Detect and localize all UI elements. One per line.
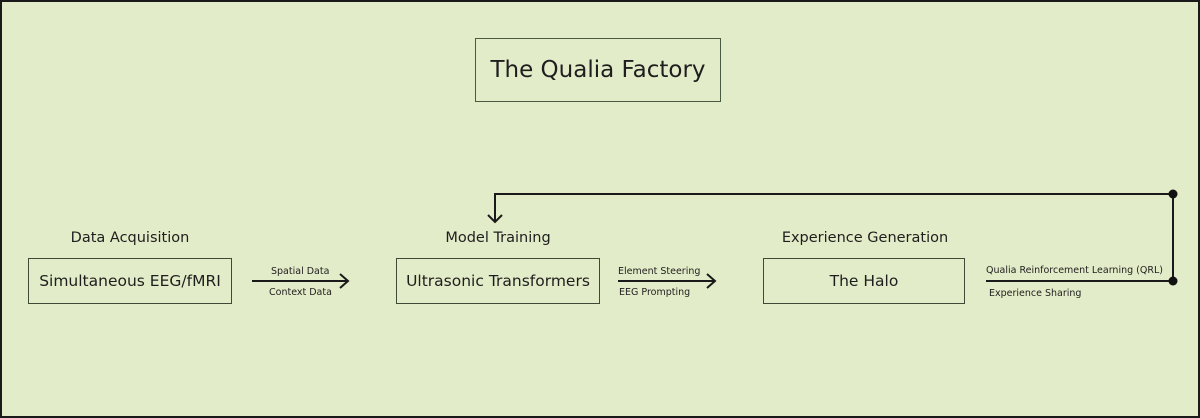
- stage-label-model-training: Model Training: [445, 230, 551, 246]
- edge-label-qrl: Qualia Reinforcement Learning (QRL): [986, 265, 1163, 276]
- edge-label-experience-sharing: Experience Sharing: [989, 288, 1082, 299]
- edge-label-element-steering: Element Steering: [618, 266, 701, 277]
- feedback-loop-halo-to-transformers: [487, 189, 1178, 286]
- node-ultrasonic-transformers: Ultrasonic Transformers: [396, 258, 600, 304]
- edge-label-eeg-prompting: EEG Prompting: [619, 287, 691, 298]
- stage-label-data-acquisition: Data Acquisition: [70, 230, 190, 246]
- node-simultaneous-eeg-fmri: Simultaneous EEG/fMRI: [28, 258, 232, 304]
- junction-dot-top: [1168, 189, 1178, 199]
- arrow-eeg-to-transformers: [252, 273, 350, 289]
- node-the-halo: The Halo: [763, 258, 965, 304]
- junction-dot-bottom: [1168, 276, 1178, 286]
- edge-label-spatial-data: Spatial Data: [271, 266, 330, 277]
- stage-label-experience-generation: Experience Generation: [781, 230, 949, 246]
- diagram-title: The Qualia Factory: [475, 38, 721, 102]
- edge-label-context-data: Context Data: [269, 287, 332, 298]
- arrow-transformers-to-halo: [618, 273, 717, 289]
